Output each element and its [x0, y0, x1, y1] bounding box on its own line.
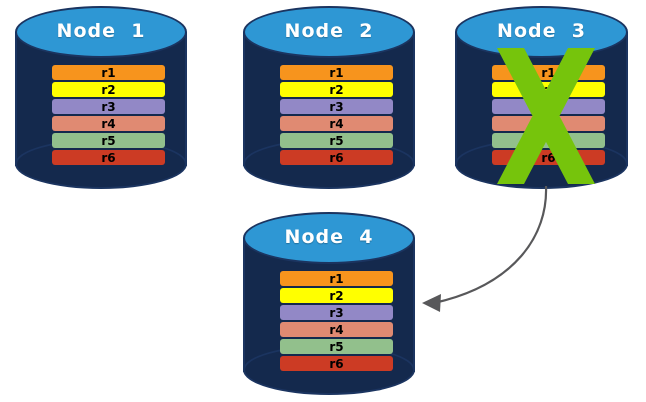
node-3-row-r6[interactable]: r6 — [492, 150, 605, 165]
node-1-rows: r1 r2 r3 r4 r5 r6 — [52, 65, 165, 165]
node-1-row-r6-label: r6 — [101, 150, 116, 165]
node-1-row-r5[interactable]: r5 — [52, 133, 165, 148]
node-1-row-r5-label: r5 — [101, 133, 116, 148]
node-1-row-r4-label: r4 — [101, 116, 116, 131]
failover-arrow-path — [433, 185, 548, 305]
node-4[interactable]: Node 4 r1 r2 r3 r4 r5 r6 — [243, 212, 415, 395]
node-3-row-r4[interactable]: r4 — [492, 116, 605, 131]
node-3-rows: r1 r2 r3 r4 r5 r6 — [492, 65, 605, 165]
node-3-row-r1[interactable]: r1 — [492, 65, 605, 80]
node-1[interactable]: Node 1 r1 r2 r3 r4 r5 r6 — [15, 6, 187, 189]
node-3-row-r6-label: r6 — [541, 150, 556, 165]
node-4-cylinder-top — [243, 212, 415, 264]
node-3-row-r3-label: r3 — [541, 99, 556, 114]
node-3-row-r5-label: r5 — [541, 133, 556, 148]
node-1-row-r6[interactable]: r6 — [52, 150, 165, 165]
node-3-row-r5[interactable]: r5 — [492, 133, 605, 148]
failover-arrow-head — [422, 294, 441, 312]
node-3-row-r4-label: r4 — [541, 116, 556, 131]
node-1-row-r2-label: r2 — [101, 82, 116, 97]
node-3[interactable]: Node 3 r1 r2 r3 r4 r5 r6 — [455, 6, 628, 189]
node-4-rows: r1 r2 r3 r4 r5 r6 — [280, 271, 393, 371]
node-4-row-r2-label: r2 — [329, 288, 344, 303]
node-3-label: Node 3 — [497, 20, 586, 42]
node-2-row-r6[interactable]: r6 — [280, 150, 393, 165]
node-1-row-r3[interactable]: r3 — [52, 99, 165, 114]
node-4-row-r5-label: r5 — [329, 339, 344, 354]
node-3-row-r2-label: r2 — [541, 82, 556, 97]
node-1-row-r3-label: r3 — [101, 99, 116, 114]
node-2-row-r4-label: r4 — [329, 116, 344, 131]
node-1-cylinder-top — [15, 6, 187, 58]
node-3-row-r3[interactable]: r3 — [492, 99, 605, 114]
node-2-rows: r1 r2 r3 r4 r5 r6 — [280, 65, 393, 165]
node-1-label: Node 1 — [56, 20, 146, 42]
node-4-row-r3[interactable]: r3 — [280, 305, 393, 320]
node-2-row-r4[interactable]: r4 — [280, 116, 393, 131]
node-4-row-r6[interactable]: r6 — [280, 356, 393, 371]
node-4-row-r1-label: r1 — [329, 271, 344, 286]
node-4-row-r2[interactable]: r2 — [280, 288, 393, 303]
node-2-row-r2-label: r2 — [329, 82, 344, 97]
node-2-row-r5-label: r5 — [329, 133, 344, 148]
node-4-row-r1[interactable]: r1 — [280, 271, 393, 286]
node-2[interactable]: Node 2 r1 r2 r3 r4 r5 r6 — [243, 6, 415, 189]
node-2-row-r3-label: r3 — [329, 99, 344, 114]
node-4-row-r4[interactable]: r4 — [280, 322, 393, 337]
node-1-row-r2[interactable]: r2 — [52, 82, 165, 97]
node-2-row-r5[interactable]: r5 — [280, 133, 393, 148]
node-1-row-r4[interactable]: r4 — [52, 116, 165, 131]
node-3-row-r2[interactable]: r2 — [492, 82, 605, 97]
node-2-row-r3[interactable]: r3 — [280, 99, 393, 114]
node-2-label: Node 2 — [284, 20, 374, 42]
node-3-row-r1-label: r1 — [541, 65, 556, 80]
node-2-row-r1-label: r1 — [329, 65, 344, 80]
node-4-row-r6-label: r6 — [329, 356, 344, 371]
node-2-cylinder-top — [243, 6, 415, 58]
node-4-row-r4-label: r4 — [329, 322, 344, 337]
node-2-row-r2[interactable]: r2 — [280, 82, 393, 97]
node-2-row-r1[interactable]: r1 — [280, 65, 393, 80]
node-2-row-r6-label: r6 — [329, 150, 344, 165]
node-4-row-r3-label: r3 — [329, 305, 344, 320]
node-1-row-r1[interactable]: r1 — [52, 65, 165, 80]
node-4-row-r5[interactable]: r5 — [280, 339, 393, 354]
node-4-label: Node 4 — [284, 226, 374, 248]
node-1-row-r1-label: r1 — [101, 65, 116, 80]
